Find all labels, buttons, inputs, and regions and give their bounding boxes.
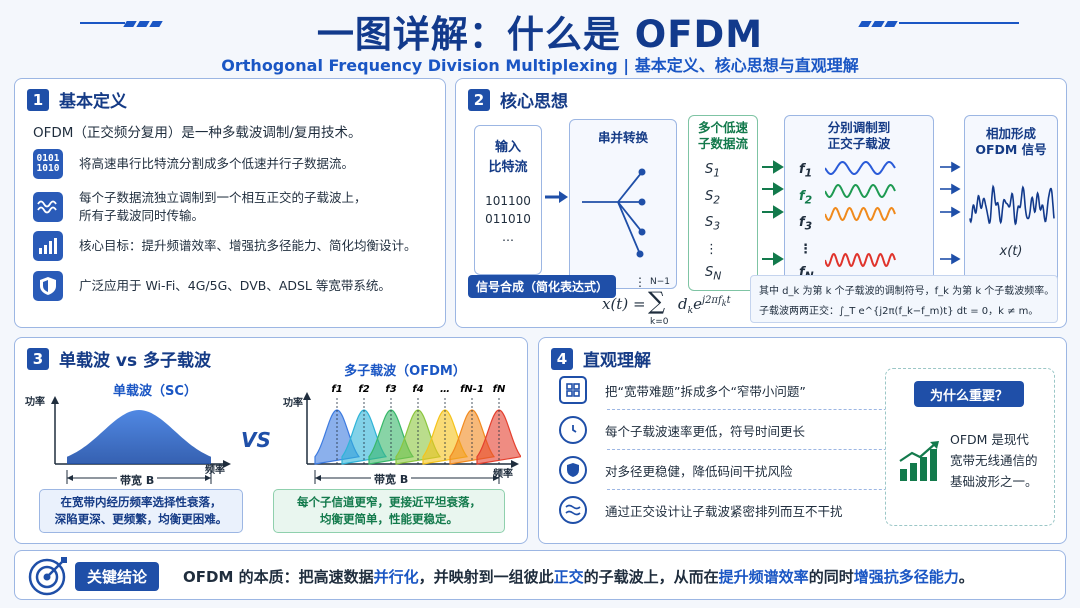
- intuition-item: 把“宽带难题”拆成多个“窄带小问题”: [559, 376, 806, 404]
- mc-caption: 每个子信道更窄，更接近平坦衰落，均衡更简单，性能更稳定。: [273, 489, 505, 533]
- definition-text: 将高速串行比特流分割成多个低速并行子数据流。: [79, 156, 355, 171]
- intuition-item: 对多径更稳健，降低码间干扰风险: [559, 456, 793, 484]
- definition-text: 广泛应用于 Wi-Fi、4G/5G、DVB、ADSL 等宽带系统。: [79, 278, 391, 293]
- subcarrier-label: …: [440, 384, 450, 395]
- why-title: 为什么重要？: [914, 381, 1024, 407]
- panel-header: 2 核心思想: [468, 87, 568, 112]
- waves-icon: [559, 496, 587, 524]
- panel-number: 2: [468, 88, 490, 111]
- shield-icon: [559, 456, 587, 484]
- panel-header: 1 基本定义: [27, 87, 127, 112]
- sc-bandwidth: 带宽 B: [117, 472, 158, 488]
- mc-title: 多子载波（OFDM）: [344, 364, 466, 379]
- splitter-tree-icon: ⋮: [582, 168, 646, 288]
- substream-box: 多个低速子数据流 S1 S2 S3 ⋮ SN: [688, 115, 758, 291]
- target-icon: [28, 557, 67, 596]
- subcarrier-label: f1: [331, 384, 342, 395]
- intuition-text: 通过正交设计让子载波紧密排列而互不干扰: [605, 503, 843, 519]
- sc-caption: 在宽带内经历频率选择性衰落，深陷更深、更频繁，均衡更困难。: [39, 489, 243, 533]
- mc-ylabel: 功率: [283, 398, 303, 409]
- panel-number: 1: [27, 88, 49, 111]
- page-title: 一图详解：什么是 OFDM: [316, 13, 764, 56]
- panel-title: 基本定义: [59, 92, 127, 112]
- svg-text:⋮: ⋮: [634, 275, 646, 288]
- conclusion-text: OFDM 的本质：把高速数据并行化，并映射到一组彼此正交的子载波上，从而在提升频…: [183, 568, 974, 586]
- signal-label: x(t): [999, 244, 1023, 259]
- single-carrier-spectrum: [51, 396, 231, 484]
- substream-symbols: S1 S2 S3 ⋮ SN: [705, 162, 722, 283]
- grid-icon: [559, 376, 587, 404]
- growth-chart-icon: [899, 441, 939, 481]
- intuition-text: 把“宽带难题”拆成多个“窄带小问题”: [605, 383, 806, 399]
- header-decoration-left: [80, 12, 164, 27]
- shield-icon: [33, 271, 63, 301]
- sc-xlabel: 频率: [205, 465, 225, 476]
- why-important-box: 为什么重要？ OFDM 是现代宽带无线通信的基础波形之一。: [885, 368, 1055, 526]
- subcarrier-label: f4: [412, 384, 423, 395]
- panel-title: 直观理解: [583, 351, 651, 371]
- definition-intro: OFDM（正交频分复用）是一种多载波调制/复用技术。: [33, 125, 362, 141]
- page-subtitle: Orthogonal Frequency Division Multiplexi…: [221, 56, 859, 75]
- header-decoration-right: [858, 12, 1019, 27]
- clock-icon: [559, 416, 587, 444]
- wave-icon: [33, 192, 63, 222]
- mc-xlabel: 频率: [493, 469, 513, 480]
- arrow-icon: [545, 191, 568, 203]
- ofdm-signal-waveform: [969, 184, 1055, 226]
- sc-title: 单载波（SC）: [113, 384, 197, 399]
- subcarrier-label: fN: [493, 384, 506, 395]
- divider: [607, 409, 907, 410]
- definition-item: 核心目标：提升频谱效率、增强抗多径能力、简化均衡设计。: [33, 231, 417, 261]
- conclusion-label: 关键结论: [75, 562, 160, 591]
- panel-number: 3: [27, 347, 49, 370]
- panel-header: 3 单载波 vs 多子载波: [27, 346, 211, 371]
- ofdm-formula: x(t) = N−1 ∑ k=0 dkej2πfkt: [602, 277, 731, 327]
- multi-carrier-spectrum: f1 f2 f3 f4 … fN-1 fN: [303, 384, 521, 484]
- panel-title: 单载波 vs 多子载波: [59, 351, 212, 371]
- intuition-text: 对多径更稳健，降低码间干扰风险: [605, 463, 793, 479]
- subcarrier-label: fN-1: [460, 384, 484, 395]
- vs-label: VS: [241, 428, 271, 452]
- subcarrier-label: f2: [358, 384, 369, 395]
- key-conclusion-bar: 关键结论 OFDM 的本质：把高速数据并行化，并映射到一组彼此正交的子载波上，从…: [14, 550, 1066, 600]
- divider: [607, 449, 907, 450]
- mc-bandwidth: 带宽 B: [371, 471, 412, 487]
- intuition-item: 每个子载波速率更低，符号时间更长: [559, 416, 805, 444]
- intuition-item: 通过正交设计让子载波紧密排列而互不干扰: [559, 496, 843, 524]
- definition-item: 广泛应用于 Wi-Fi、4G/5G、DVB、ADSL 等宽带系统。: [33, 271, 391, 301]
- definition-text: 每个子数据流独立调制到一个相互正交的子载波上，所有子载波同时传输。: [79, 190, 367, 223]
- carrier-frequencies: f1 f2 f3 ⋮ fN: [799, 162, 814, 282]
- panel-single-vs-multi: 3 单载波 vs 多子载波 单载波（SC） 功率 频率 带宽 B VS 多子载波…: [14, 337, 528, 544]
- definition-text: 核心目标：提升频谱效率、增强抗多径能力、简化均衡设计。: [79, 238, 417, 253]
- formula-tag: 信号合成（简化表达式）: [468, 275, 617, 298]
- intuition-text: 每个子载波速率更低，符号时间更长: [605, 423, 806, 439]
- bars-icon: [33, 231, 63, 261]
- panel-intuition: 4 直观理解 把“宽带难题”拆成多个“窄带小问题” 每个子载波速率更低，符号时间…: [538, 337, 1067, 544]
- panel-number: 4: [551, 347, 573, 370]
- divider: [607, 489, 907, 490]
- blue-arrows: [940, 161, 961, 265]
- serial-parallel-box: 串并转换 ⋮: [569, 119, 677, 289]
- definition-item: 每个子数据流独立调制到一个相互正交的子载波上，所有子载波同时传输。: [33, 189, 367, 225]
- formula-notes: 其中 d_k 为第 k 个子载波的调制符号，f_k 为第 k 个子载波频率。 子…: [750, 275, 1058, 323]
- panel-header: 4 直观理解: [551, 346, 651, 371]
- green-arrows: [762, 160, 784, 266]
- sc-ylabel: 功率: [25, 397, 45, 408]
- subcarrier-waves: [825, 160, 896, 268]
- panel-title: 核心思想: [500, 92, 568, 112]
- subcarrier-label: f3: [385, 384, 396, 395]
- why-text: OFDM 是现代宽带无线通信的基础波形之一。: [950, 432, 1038, 489]
